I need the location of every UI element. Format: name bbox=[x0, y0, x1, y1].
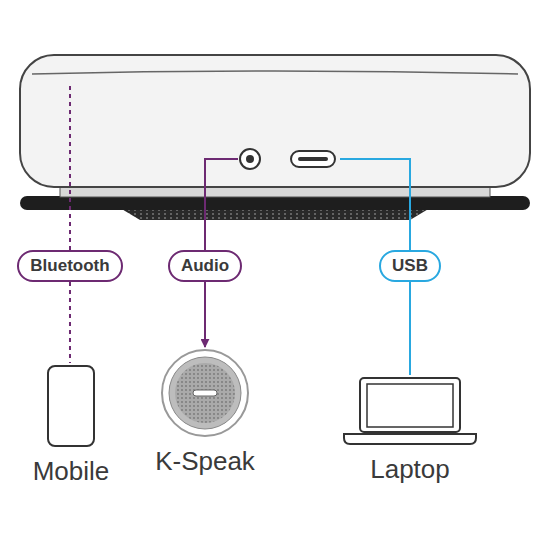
device-top-seam bbox=[32, 71, 518, 74]
usb-connector bbox=[409, 282, 411, 375]
usb-pill: USB bbox=[379, 250, 441, 282]
bluetooth-pill: Bluetooth bbox=[17, 250, 122, 282]
device-label: K-Speak bbox=[155, 446, 255, 476]
usb-lead bbox=[340, 159, 410, 255]
laptop-device: Laptop bbox=[342, 376, 478, 484]
mobile-device: Mobile bbox=[33, 364, 110, 486]
device-label: Mobile bbox=[33, 456, 110, 486]
audio-jack bbox=[240, 149, 260, 169]
connection-label: Bluetooth bbox=[30, 255, 109, 277]
device-body bbox=[20, 55, 530, 187]
usb-port bbox=[291, 151, 335, 167]
laptop-icon bbox=[342, 376, 478, 446]
k-speak-device: K-Speak bbox=[155, 348, 255, 476]
bluetooth-lead bbox=[69, 86, 71, 255]
audio-lead bbox=[205, 159, 238, 255]
audio-jack-hole bbox=[246, 155, 254, 163]
bluetooth-connector bbox=[69, 282, 71, 363]
speaker-icon bbox=[160, 348, 250, 438]
device-label: Laptop bbox=[342, 454, 478, 484]
device-base bbox=[20, 196, 530, 210]
phone-icon bbox=[45, 364, 97, 448]
connection-label: Audio bbox=[181, 255, 229, 277]
audio-connector bbox=[204, 282, 206, 347]
audio-pill: Audio bbox=[168, 250, 242, 282]
usb-port-tongue bbox=[298, 157, 328, 161]
connection-label: USB bbox=[392, 255, 428, 277]
